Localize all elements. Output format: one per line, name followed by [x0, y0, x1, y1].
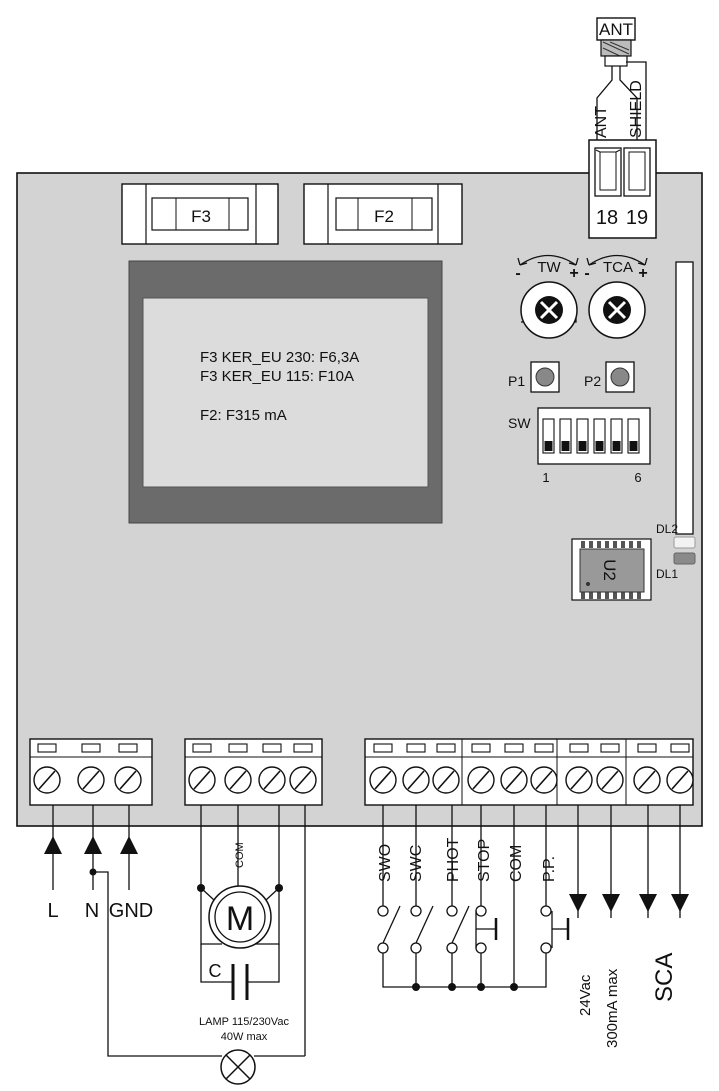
- motor-com-label: COM: [234, 842, 246, 868]
- output-wiring: 24Vac 300mA max SCA: [569, 805, 689, 1048]
- terminal-screw: [258, 743, 286, 794]
- dip-slot: [559, 418, 572, 454]
- pp-label: P.P.: [541, 856, 558, 882]
- dip-slot: [627, 418, 640, 454]
- dip-slot: [610, 418, 623, 454]
- dip-switch-label: SW: [508, 415, 531, 431]
- terminal-screw: [224, 743, 252, 794]
- led-dl1: DL1: [656, 552, 696, 581]
- dip-slot: [542, 418, 555, 454]
- motor-icon: [208, 885, 272, 949]
- 300ma-arrow-icon: [602, 894, 620, 912]
- swo-label: SWO: [377, 844, 394, 882]
- terminal-blocks: [29, 738, 694, 806]
- 300ma-label: 300mA max: [604, 968, 621, 1048]
- dip-switch: SW 1 6: [508, 407, 651, 485]
- motor-label: M: [226, 900, 254, 938]
- motor-wiring: COM M C LAMP 115/230Vac 40W max: [197, 805, 306, 1085]
- lamp-label-2: 40W max: [221, 1031, 268, 1043]
- tca-plus: +: [638, 265, 647, 282]
- sca-arrow-1-icon: [639, 894, 657, 912]
- power-wiring: L N GND: [44, 805, 222, 1057]
- 24vac-label: 24Vac: [577, 974, 594, 1016]
- input-wiring: SWO SWC PHOT STOP COM P.P.: [377, 805, 570, 991]
- dl1-label: DL1: [656, 567, 678, 581]
- antenna-terminal-block: 18 19: [588, 139, 657, 239]
- button-p1: P1: [508, 361, 560, 393]
- fuse-f3-label: F3: [191, 207, 211, 226]
- l-arrow-icon: [44, 836, 62, 854]
- terminal-19: 19: [626, 207, 648, 229]
- terminal-screw: [530, 743, 558, 794]
- l-label: L: [47, 900, 58, 922]
- fuse-f3: F3: [121, 183, 279, 245]
- fuse-note-3: F2: F315 mA: [200, 407, 287, 424]
- antenna-label: ANT: [599, 20, 633, 39]
- terminal-screw: [369, 743, 397, 794]
- dip-slot: [593, 418, 606, 454]
- terminal-screw: [500, 743, 528, 794]
- stop-label: STOP: [476, 839, 493, 882]
- fuse-f2-label: F2: [374, 207, 394, 226]
- n-arrow-icon: [84, 836, 102, 854]
- dl2-label: DL2: [656, 522, 678, 536]
- trimmer-tca: - + TCA: [584, 254, 648, 339]
- terminal-screw: [432, 743, 460, 794]
- antenna-connector: ANT ANT SHIELD: [593, 17, 647, 140]
- dip-first-label: 1: [542, 470, 549, 485]
- stop-contact-icon: [475, 905, 498, 954]
- gnd-label: GND: [109, 900, 153, 922]
- chip-u2: U2: [571, 538, 652, 601]
- fuse-note-1: F3 KER_EU 230: F6,3A: [200, 349, 359, 366]
- shield-wire-label: SHIELD: [628, 80, 645, 138]
- tca-label: TCA: [603, 259, 633, 276]
- led-dl2: DL2: [656, 522, 696, 549]
- sca-arrow-2-icon: [671, 894, 689, 912]
- terminal-screw: [565, 743, 593, 794]
- terminal-screw: [596, 743, 624, 794]
- transformer: F3 KER_EU 230: F6,3A F3 KER_EU 115: F10A…: [128, 260, 443, 524]
- terminal-screw: [633, 743, 661, 794]
- terminal-18: 18: [596, 207, 618, 229]
- terminal-screw: [289, 743, 317, 794]
- dip-slot: [576, 418, 589, 454]
- tca-minus: -: [584, 265, 589, 282]
- p1-label: P1: [508, 373, 525, 389]
- terminal-screw: [402, 743, 430, 794]
- 24vac-arrow-icon: [569, 894, 587, 912]
- terminal-screw: [188, 743, 216, 794]
- swc-contact-icon: [410, 905, 434, 954]
- ant-wire-label: ANT: [593, 106, 610, 138]
- pp-contact-icon: [540, 905, 570, 954]
- swo-contact-icon: [377, 905, 401, 954]
- phot-label: PHOT: [445, 837, 462, 882]
- fuse-note-2: F3 KER_EU 115: F10A: [200, 368, 354, 385]
- tw-plus: +: [569, 265, 578, 282]
- button-p2: P2: [584, 361, 635, 393]
- sca-label: SCA: [651, 953, 678, 1002]
- tw-label: TW: [537, 259, 561, 276]
- terminal-screw: [33, 743, 61, 794]
- trimmer-tw: - + TW: [515, 254, 579, 339]
- terminal-screw: [467, 743, 495, 794]
- receiver-slot: [675, 261, 694, 535]
- fuse-f2: F2: [303, 183, 463, 245]
- tw-minus: -: [515, 265, 520, 282]
- phot-contact-icon: [446, 905, 470, 954]
- p2-label: P2: [584, 373, 601, 389]
- terminal-screw: [666, 743, 694, 794]
- n-label: N: [85, 900, 99, 922]
- terminal-screw: [77, 743, 105, 794]
- terminal-screw: [114, 743, 142, 794]
- swc-label: SWC: [408, 845, 425, 882]
- dip-last-label: 6: [634, 470, 641, 485]
- com-label: COM: [508, 845, 525, 882]
- gnd-arrow-icon: [120, 836, 138, 854]
- capacitor-label: C: [209, 961, 222, 981]
- lamp-label-1: LAMP 115/230Vac: [199, 1016, 289, 1028]
- chip-label: U2: [600, 559, 619, 581]
